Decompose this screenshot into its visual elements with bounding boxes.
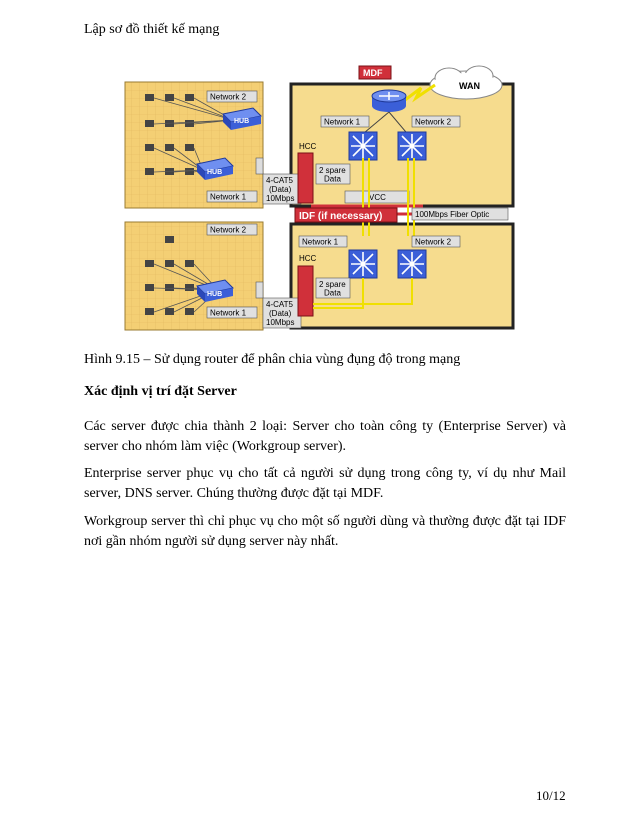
hub-bottom: HUB [195, 279, 235, 302]
section-heading: Xác định vị trí đặt Server [84, 384, 237, 399]
svg-text:10Mbps: 10Mbps [266, 318, 294, 327]
svg-text:VCC: VCC [369, 193, 386, 202]
hub-top-2: HUB [195, 157, 235, 180]
workstations-bottom [145, 236, 194, 315]
svg-text:2 spare: 2 spare [319, 166, 346, 175]
paragraph: Enterprise server phục vụ cho tất cả ngư… [84, 466, 566, 501]
wan-cloud: WAN [429, 65, 503, 100]
svg-text:Network 2: Network 2 [415, 238, 452, 247]
switch-mdf-1 [348, 131, 378, 161]
svg-text:WAN: WAN [459, 81, 480, 91]
svg-text:Data: Data [324, 175, 341, 184]
svg-text:HUB: HUB [207, 291, 222, 298]
svg-text:HUB: HUB [234, 118, 249, 125]
svg-text:Network 1: Network 1 [210, 309, 247, 318]
svg-text:4-CAT5: 4-CAT5 [266, 300, 294, 309]
svg-text:HCC: HCC [299, 254, 317, 263]
page-number: 10/12 [536, 788, 566, 803]
switch-idf-1 [348, 249, 378, 279]
svg-text:MDF: MDF [363, 68, 383, 78]
svg-text:Network 2: Network 2 [210, 226, 247, 235]
svg-text:HCC: HCC [299, 142, 317, 151]
svg-text:Network 1: Network 1 [324, 118, 361, 127]
svg-text:Network 2: Network 2 [210, 93, 247, 102]
svg-text:HUB: HUB [207, 169, 222, 176]
svg-text:4-CAT5: 4-CAT5 [266, 176, 294, 185]
switch-mdf-2 [397, 131, 427, 161]
svg-text:Data: Data [324, 289, 341, 298]
svg-text:10Mbps: 10Mbps [266, 194, 294, 203]
svg-text:IDF (if necessary): IDF (if necessary) [299, 211, 382, 222]
svg-text:100Mbps Fiber Optic: 100Mbps Fiber Optic [415, 210, 489, 219]
network-diagram: HUB HUB HUB Network 2 Network 1 Network … [123, 58, 515, 333]
router-icon [371, 89, 407, 112]
svg-text:(Data): (Data) [269, 309, 292, 318]
paragraph: Workgroup server thì chỉ phục vụ cho một… [84, 514, 566, 549]
svg-text:Network 1: Network 1 [210, 193, 247, 202]
paragraph: Các server được chia thành 2 loại: Serve… [84, 419, 566, 454]
hub-top-1: HUB [221, 107, 263, 130]
switch-idf-2 [397, 249, 427, 279]
svg-text:(Data): (Data) [269, 185, 292, 194]
svg-text:2 spare: 2 spare [319, 280, 346, 289]
svg-text:Network 1: Network 1 [302, 238, 339, 247]
page-header: Lập sơ đồ thiết kế mạng [84, 22, 220, 37]
figure-caption: Hình 9.15 – Sử dụng router để phân chia … [84, 352, 461, 367]
svg-text:Network 2: Network 2 [415, 118, 452, 127]
